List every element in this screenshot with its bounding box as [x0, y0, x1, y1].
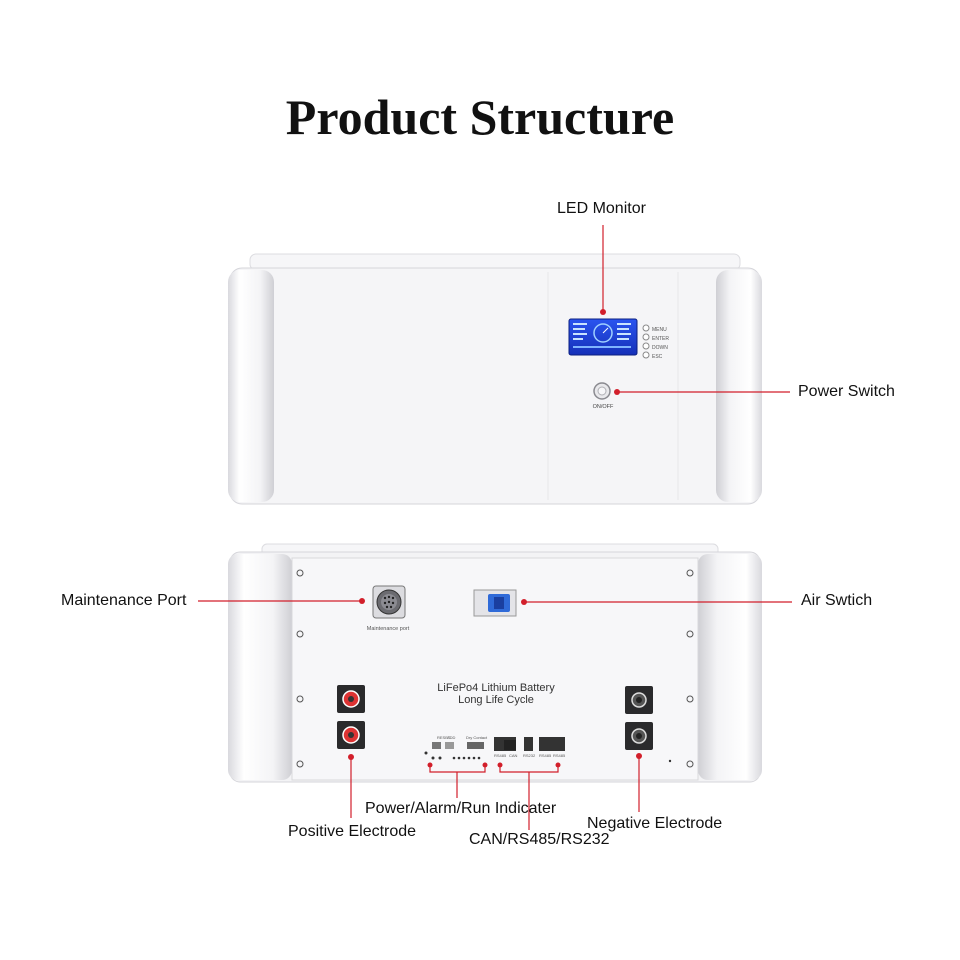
led-monitor-screen [568, 318, 638, 356]
led-monitor-label: LED Monitor [557, 200, 646, 217]
rs485b-label: RS485 [539, 753, 552, 758]
comm-callout [497, 762, 561, 830]
power-led [424, 751, 428, 755]
negative-electrode-callout-dot [636, 753, 642, 759]
negative-electrode-terminals[interactable] [625, 686, 653, 750]
rs485-dual-port[interactable] [539, 737, 565, 751]
indicator-label: Power/Alarm/Run Indicater [365, 800, 557, 817]
dry-contact-label: Dry Contact [466, 735, 488, 740]
down-button[interactable] [642, 342, 650, 350]
maintenance-port-label: Maintenance Port [61, 592, 187, 609]
rs232-label: RS232 [523, 753, 536, 758]
maintenance-port[interactable] [372, 585, 406, 619]
addr-switch[interactable] [445, 742, 454, 749]
air-switch-callout-dot [521, 599, 527, 605]
positive-electrode-callout-dot [348, 754, 354, 760]
rs232-port[interactable] [524, 737, 533, 751]
comm-ports-label: CAN/RS485/RS232 [469, 831, 610, 848]
soc-led-1 [452, 756, 456, 760]
indicator-callout [427, 762, 488, 798]
esc-button[interactable] [642, 351, 650, 359]
rear-left-cap [228, 554, 292, 780]
panel-screws [296, 569, 694, 768]
soc-led-6 [477, 756, 481, 760]
switch-caption: ON/OFF [593, 404, 614, 410]
front-body [229, 267, 761, 505]
reset-label: RESET [437, 735, 451, 740]
rear-unit: Maintenance port LiFePo4 Lithium Battery… [198, 543, 792, 830]
power-switch-callout-dot [614, 389, 620, 395]
comm-ports: RS485 CAN RS232 RS485 RS485 [494, 737, 566, 758]
rs485-label: RS485 [494, 753, 507, 758]
alarm-led [431, 756, 435, 760]
air-switch-label: Air Swtich [801, 592, 873, 609]
page-title: Product Structure [285, 89, 675, 145]
panel-buttons: MENU ENTER DOWN ESC [642, 324, 669, 360]
soc-led-3 [462, 756, 466, 760]
rear-right-cap [698, 554, 762, 780]
down-label: DOWN [652, 345, 668, 351]
negative-electrode-label: Negative Electrode [587, 815, 723, 832]
enter-button[interactable] [642, 333, 650, 341]
front-right-cap [716, 270, 762, 502]
led-monitor-callout-dot [600, 309, 606, 315]
rs485c-label: RS485 [553, 753, 566, 758]
reset-button[interactable] [432, 742, 441, 749]
battery-text-line2: Long Life Cycle [458, 694, 534, 706]
soc-led-4 [467, 756, 471, 760]
front-unit: MENU ENTER DOWN ESC ON/OFF [228, 225, 790, 505]
battery-text-line1: LiFePo4 Lithium Battery [437, 682, 555, 694]
menu-label: MENU [652, 327, 667, 333]
esc-label: ESC [652, 354, 663, 360]
power-switch-center [597, 386, 607, 396]
positive-electrode-terminals[interactable] [337, 685, 365, 749]
indicator-area: RESET ADD Dry Contact [424, 735, 488, 760]
power-switch-label: Power Switch [798, 383, 895, 400]
port-caption: Maintenance port [367, 626, 410, 632]
soc-led-2 [457, 756, 461, 760]
panel-dot [668, 759, 672, 763]
addr-label: ADD [447, 735, 456, 740]
can-label: CAN [509, 753, 518, 758]
air-switch[interactable] [473, 589, 517, 617]
front-left-cap [228, 270, 274, 502]
enter-label: ENTER [652, 336, 669, 342]
positive-electrode-label: Positive Electrode [288, 823, 417, 840]
dry-contact-port[interactable] [467, 742, 484, 749]
menu-button[interactable] [642, 324, 650, 332]
soc-led-5 [472, 756, 476, 760]
maintenance-port-callout-dot [359, 598, 365, 604]
run-led [438, 756, 442, 760]
